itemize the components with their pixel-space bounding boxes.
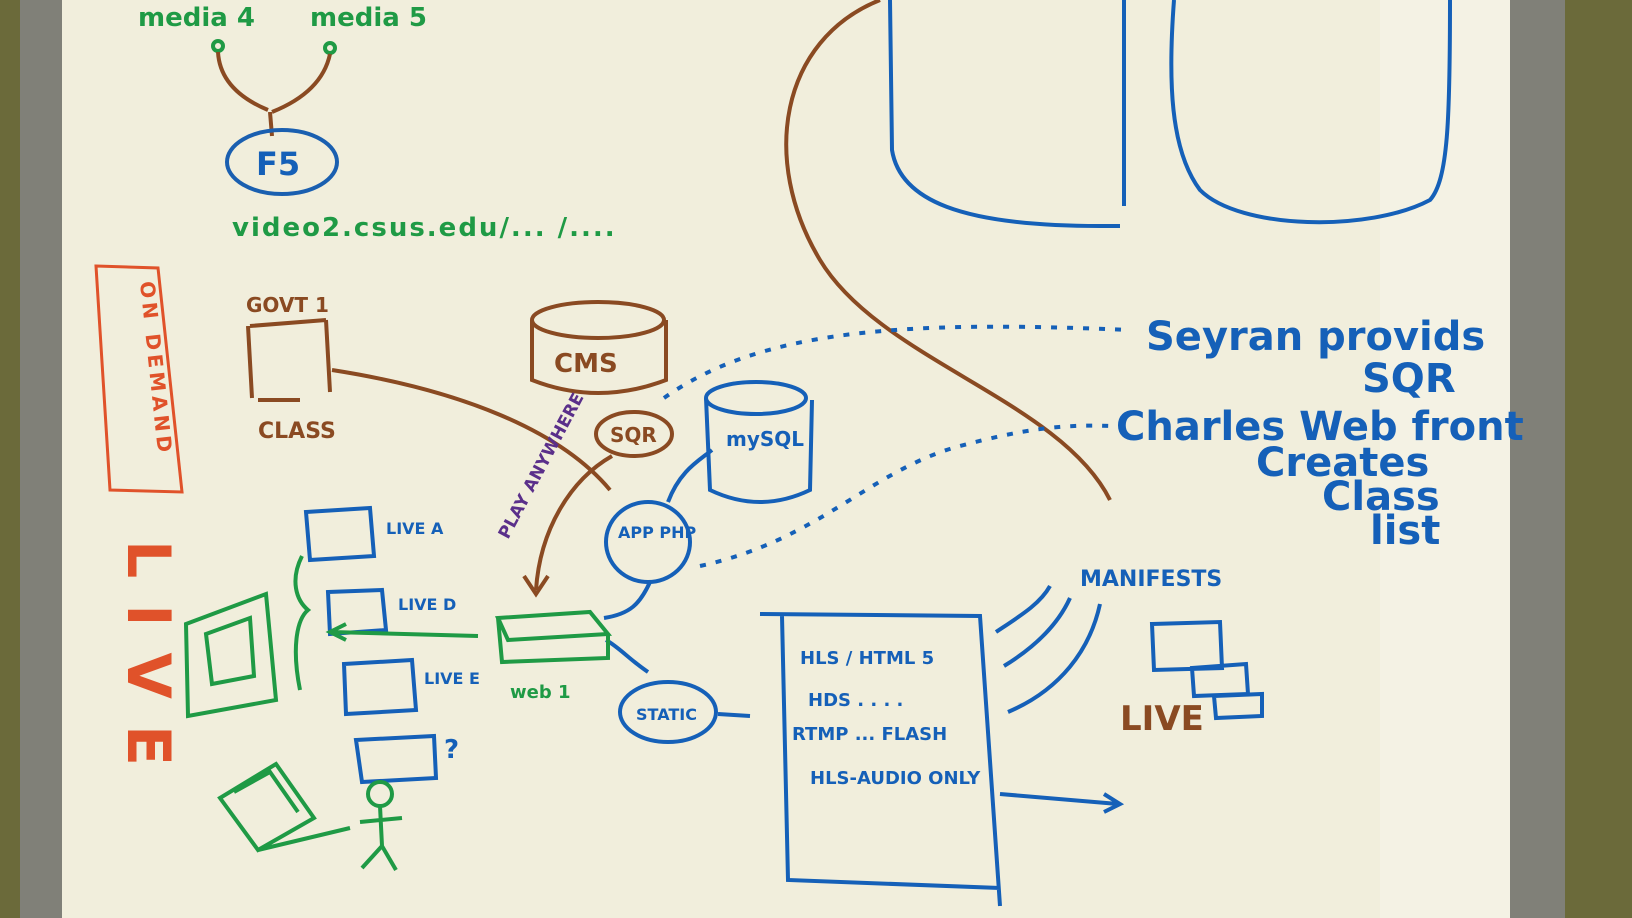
- screen-live-d: [325, 587, 389, 637]
- screen-live-e: [341, 657, 419, 717]
- live-d-label: LIVE D: [398, 595, 456, 614]
- cms-to-web-arrow: [522, 454, 613, 598]
- board-top-u-right: [1169, 0, 1452, 225]
- live-brown-label: LIVE: [1120, 699, 1204, 739]
- screen-unknown: [353, 733, 439, 785]
- seyran-dotted-link: [662, 324, 1131, 400]
- manifests-label: MANIFESTS: [1080, 567, 1222, 592]
- audio-arrow: [999, 792, 1125, 814]
- f5-label: F5: [256, 145, 300, 183]
- notes: Seyran provids SQR Charles Web front Cre…: [1116, 314, 1524, 554]
- url-label: video2.csus.edu/... /....: [232, 213, 617, 243]
- live-e-label: LIVE E: [424, 669, 480, 688]
- live-a-label: LIVE A: [386, 519, 444, 538]
- seyran-note-1: Seyran provids: [1146, 314, 1485, 360]
- web1-server: [494, 609, 613, 665]
- cms-label: CMS: [554, 349, 618, 379]
- static-node: [618, 680, 718, 744]
- person: [359, 780, 403, 872]
- media4-label: media 4: [138, 3, 255, 33]
- class-device: [246, 318, 332, 402]
- board-top-u-left: [888, 0, 1126, 228]
- screen-live-a: [303, 505, 377, 563]
- charles-note-4: list: [1370, 508, 1440, 554]
- class-to-web-arrow: [331, 368, 612, 492]
- seyran-note-2: SQR: [1362, 356, 1456, 402]
- charles-note-1: Charles Web front: [1116, 404, 1524, 450]
- live-vertical-label: LIVE: [113, 540, 183, 792]
- live-clients: LIVE A LIVE D LIVE E ? web 1: [183, 505, 613, 872]
- govt1-label: GOVT 1: [246, 293, 329, 317]
- rtmp-label: RTMP ... FLASH: [792, 724, 947, 745]
- hls-audio-label: HLS-AUDIO ONLY: [810, 768, 981, 789]
- media5-label: media 5: [310, 3, 427, 33]
- question-label: ?: [444, 735, 459, 765]
- on-demand-sources: GOVT 1 CLASS CMS SQR LIVE: [246, 0, 1204, 739]
- hds-label: HDS . . . .: [808, 690, 903, 711]
- app-php-label: APP PHP: [618, 523, 697, 542]
- charles-note-2: Creates: [1256, 440, 1429, 486]
- charles-note-3: Class: [1322, 474, 1440, 520]
- big-display: [183, 591, 279, 719]
- load-balancer-group: media 4 media 5 F5 video2.csus.edu/... /…: [138, 3, 617, 243]
- f5-node: [225, 128, 339, 196]
- sqr-node: [594, 410, 674, 458]
- mysql-label: mySQL: [726, 427, 804, 451]
- devices-icon: [1149, 619, 1264, 721]
- backend-group: mySQL APP PHP STATIC HLS / HTML 5 HDS . …: [603, 0, 1452, 907]
- hls-html5-label: HLS / HTML 5: [800, 648, 934, 669]
- web1-label: web 1: [510, 682, 571, 703]
- class-label: CLASS: [258, 419, 336, 444]
- cms-db-body: [530, 320, 668, 395]
- mysql-db-body: [704, 397, 814, 504]
- laptop: [217, 761, 351, 853]
- sqr-label: SQR: [610, 423, 657, 447]
- web-to-screens-arrow: [325, 622, 479, 642]
- brown-divider-curve: [784, 0, 1112, 501]
- curly-brace: [293, 555, 312, 691]
- static-label: STATIC: [636, 705, 697, 724]
- stream-box: [759, 612, 1002, 907]
- manifest-lines: [994, 584, 1102, 714]
- charles-dotted-link: [699, 423, 1111, 568]
